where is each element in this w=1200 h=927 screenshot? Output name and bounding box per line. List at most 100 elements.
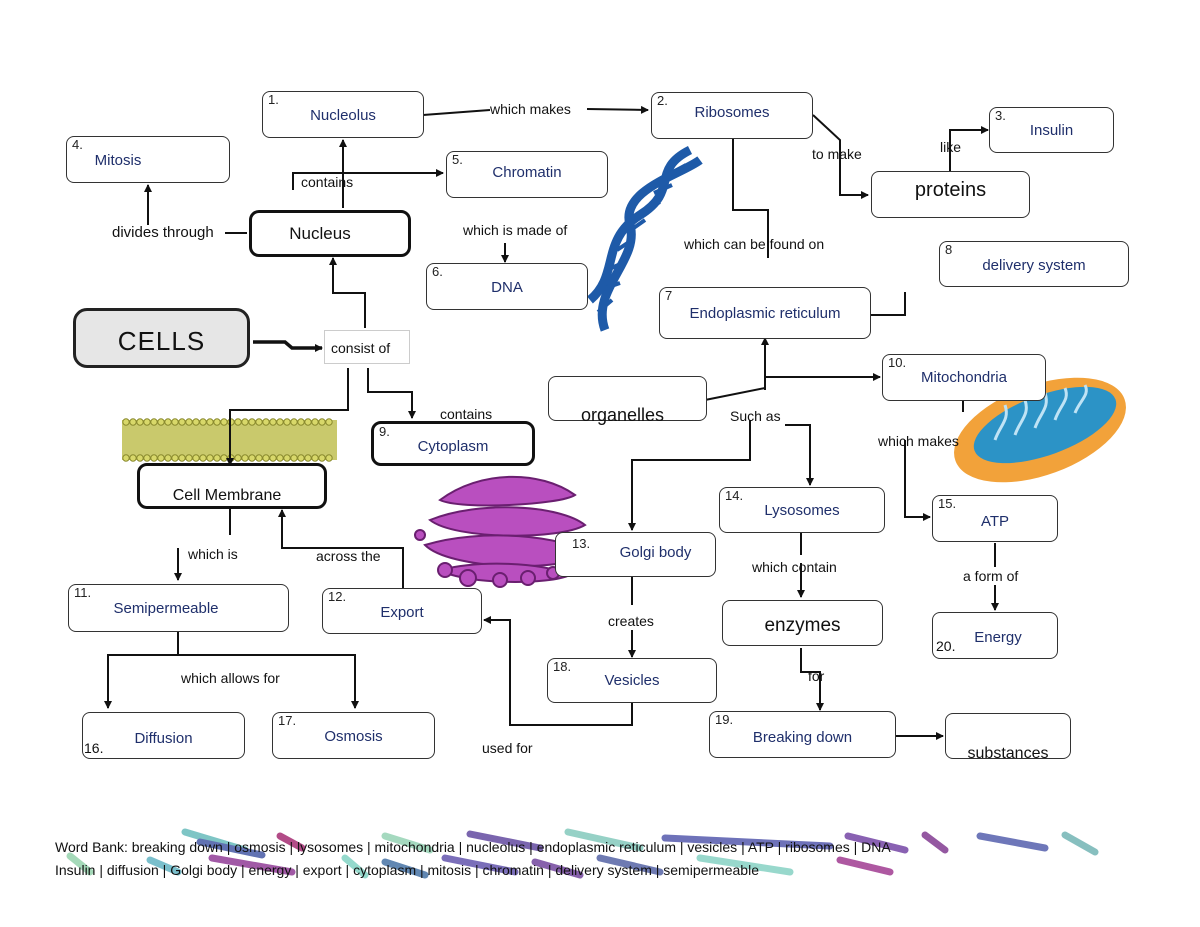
link-contains-cytoplasm: contains <box>440 406 493 422</box>
energy-box[interactable]: Energy <box>932 612 1058 659</box>
delivery-system-box[interactable]: 8 delivery system <box>939 241 1129 287</box>
box-number: 8 <box>945 242 953 257</box>
membrane-bead <box>185 454 193 462</box>
link-contains-nucleolus: contains <box>301 174 354 190</box>
link-for: for <box>808 668 825 684</box>
membrane-bead <box>150 454 158 462</box>
lysosomes-box[interactable]: 14. Lysosomes <box>719 487 885 533</box>
membrane-bead <box>213 418 221 426</box>
semipermeable-box[interactable]: 11. Semipermeable <box>68 584 289 632</box>
membrane-bead <box>129 454 137 462</box>
osmosis-box[interactable]: 17. Osmosis <box>272 712 435 759</box>
mitosis-box[interactable]: 4. Mitosis <box>66 136 230 183</box>
membrane-bead <box>136 418 144 426</box>
box-label: Golgi body <box>619 544 692 561</box>
membrane-bead <box>178 418 186 426</box>
box-number: 1. <box>268 92 279 107</box>
membrane-bead <box>171 454 179 462</box>
membrane-bead <box>290 454 298 462</box>
membrane-bead <box>255 418 263 426</box>
box-number: 18. <box>553 659 572 674</box>
link-used-for: used for <box>482 740 533 756</box>
membrane-bead <box>234 418 242 426</box>
cytoplasm-box[interactable]: 9. Cytoplasm <box>371 421 535 466</box>
proteins-box[interactable]: proteins <box>871 171 1030 218</box>
link-which-can-be-found-on: which can be found on <box>684 236 825 252</box>
membrane-bead <box>150 418 158 426</box>
diffusion-box[interactable]: Diffusion <box>82 712 245 759</box>
link-creates: creates <box>608 613 654 629</box>
box-number: 10. <box>888 355 907 370</box>
diffusion-number: 16. <box>84 740 104 756</box>
box-label: substances <box>967 745 1049 762</box>
membrane-bead <box>262 454 270 462</box>
box-label: Nucleus <box>289 224 351 243</box>
endoplasmic-reticulum-box[interactable]: 7 Endoplasmic reticulum <box>659 287 871 339</box>
membrane-bead <box>192 418 200 426</box>
membrane-bead <box>304 454 312 462</box>
membrane-bead <box>143 418 151 426</box>
link-like: like <box>940 139 962 155</box>
membrane-bead <box>157 418 165 426</box>
box-number: 6. <box>432 264 443 279</box>
membrane-bead <box>297 454 305 462</box>
box-number: 9. <box>379 424 390 439</box>
membrane-bead <box>171 418 179 426</box>
export-box[interactable]: 12. Export <box>322 588 482 634</box>
box-label: Insulin <box>1029 122 1074 139</box>
membrane-bead <box>157 454 165 462</box>
membrane-bead <box>241 454 249 462</box>
mitochondria-box[interactable]: 10. Mitochondria <box>882 354 1046 401</box>
atp-box[interactable]: 15. ATP <box>932 495 1058 542</box>
box-number: 12. <box>328 589 347 604</box>
enzymes-box[interactable]: enzymes <box>722 600 883 646</box>
box-number: 2. <box>657 93 668 108</box>
word-bank-line-2: Insulin | diffusion | Golgi body | energ… <box>55 862 759 878</box>
nucleus-box[interactable]: Nucleus <box>249 210 411 257</box>
chromatin-box[interactable]: 5. Chromatin <box>446 151 608 198</box>
membrane-bead <box>178 454 186 462</box>
box-label: Export <box>380 604 424 621</box>
box-number: 11. <box>74 585 92 600</box>
box-label: Lysosomes <box>764 502 840 519</box>
insulin-box[interactable]: 3. Insulin <box>989 107 1114 153</box>
golgi-illustration <box>414 475 601 588</box>
box-label: Mitochondria <box>921 369 1007 386</box>
membrane-bead <box>129 418 137 426</box>
membrane-bead <box>220 418 228 426</box>
membrane-bead <box>241 418 249 426</box>
vesicles-box[interactable]: 18. Vesicles <box>547 658 717 703</box>
dna-helix-illustration <box>586 145 703 332</box>
dna-box[interactable]: 6. DNA <box>426 263 588 310</box>
membrane-bead <box>122 418 130 426</box>
box-number: 4. <box>72 137 83 152</box>
box-label: ATP <box>980 513 1010 530</box>
box-label: DNA <box>491 279 523 296</box>
link-which-is-made-of: which is made of <box>463 222 568 238</box>
mitochondria-illustration <box>954 377 1126 483</box>
membrane-bead <box>220 454 228 462</box>
ribosomes-box[interactable]: 2. Ribosomes <box>651 92 813 139</box>
membrane-bead <box>248 454 256 462</box>
organelles-box[interactable]: organelles <box>548 376 707 425</box>
membrane-bead <box>164 418 172 426</box>
box-label: Endoplasmic reticulum <box>689 305 841 322</box>
link-a-form-of: a form of <box>963 568 1019 584</box>
box-number: 14. <box>725 488 744 503</box>
breaking-down-box[interactable]: 19. Breaking down <box>709 711 896 758</box>
membrane-bead <box>269 418 277 426</box>
nucleolus-box[interactable]: 1. Nucleolus <box>262 91 424 138</box>
box-label: Cell Membrane <box>172 487 282 504</box>
cell-membrane-box[interactable]: Cell Membrane <box>137 463 327 509</box>
cells-box[interactable]: CELLS <box>73 308 250 368</box>
membrane-bead <box>318 454 326 462</box>
box-number: 5. <box>452 152 463 167</box>
golgi-body-box[interactable]: 13. Golgi body <box>555 532 716 577</box>
link-across-the: across the <box>316 548 381 564</box>
substances-box[interactable]: substances <box>945 713 1071 762</box>
membrane-bead <box>269 454 277 462</box>
connector-lines <box>104 105 999 740</box>
link-such-as: Such as <box>730 408 781 424</box>
word-bank: Word Bank: breaking down | osmosis | lys… <box>55 836 1175 882</box>
